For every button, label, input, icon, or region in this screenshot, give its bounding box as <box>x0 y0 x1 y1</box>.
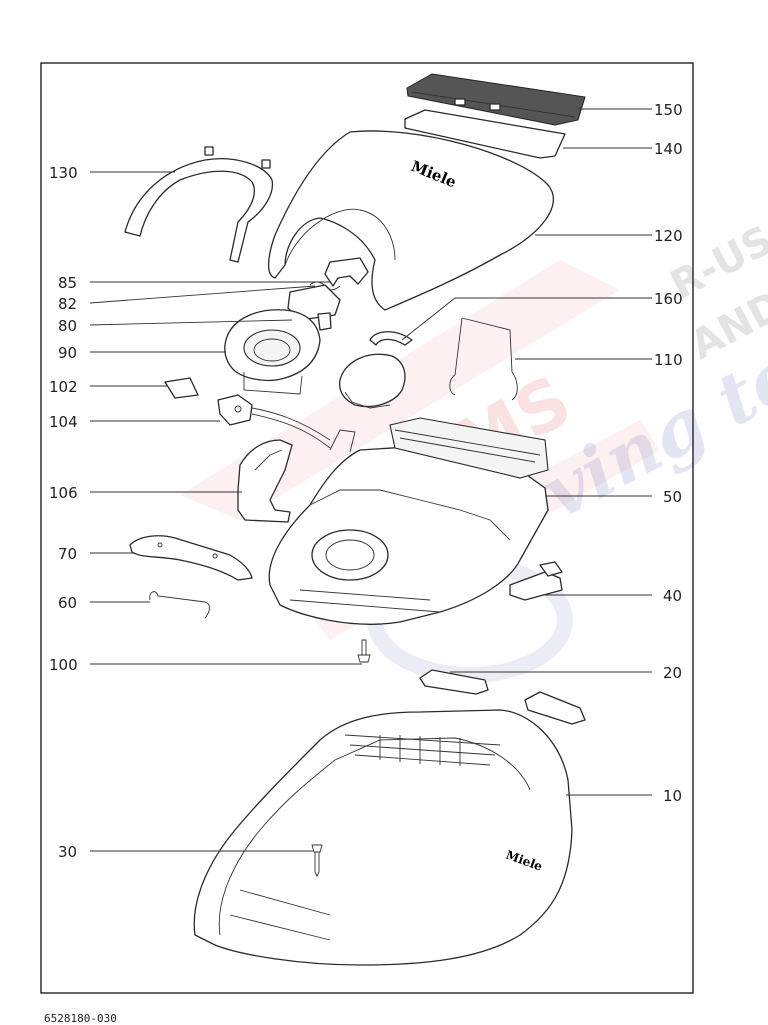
callout-140: 140 <box>654 140 683 158</box>
callout-85: 85 <box>58 274 77 292</box>
callout-80: 80 <box>58 317 77 335</box>
callout-150: 150 <box>654 101 683 119</box>
part-160-gasket <box>369 331 413 346</box>
callout-104: 104 <box>49 413 78 431</box>
part-10-base: Miele <box>193 709 573 966</box>
callout-20: 20 <box>663 664 682 682</box>
motor-dome <box>339 353 406 409</box>
part-110-wire <box>449 317 518 401</box>
part-40-latch <box>509 561 563 601</box>
callout-70: 70 <box>58 545 77 563</box>
part-90-housing-cover <box>224 309 321 395</box>
callout-50: 50 <box>663 488 682 506</box>
part-140-filter <box>404 109 566 159</box>
part-100-screw <box>357 639 371 663</box>
callout-40: 40 <box>663 587 682 605</box>
callout-100: 100 <box>49 656 78 674</box>
callout-120: 120 <box>654 227 683 245</box>
part-106-bracket <box>237 439 293 523</box>
document-number: 6528180-030 <box>44 1012 117 1025</box>
part-20-slides <box>419 669 586 725</box>
part-60-spring <box>149 591 210 619</box>
part-85-clip <box>324 257 369 287</box>
diagram-frame <box>40 62 694 994</box>
callout-60: 60 <box>58 594 77 612</box>
part-102-cap <box>164 377 199 399</box>
callout-102: 102 <box>49 378 78 396</box>
part-104-connector <box>217 394 331 449</box>
part-130-handle <box>124 146 274 263</box>
part-30-screw <box>311 844 323 878</box>
part-150-grille <box>406 73 586 126</box>
callout-10: 10 <box>663 787 682 805</box>
callout-30: 30 <box>58 843 77 861</box>
callout-leaders <box>89 108 652 852</box>
callout-110: 110 <box>654 351 683 369</box>
part-120-top-cover: Miele <box>267 130 554 311</box>
callout-130: 130 <box>49 164 78 182</box>
callout-160: 160 <box>654 290 683 308</box>
callout-82: 82 <box>58 295 77 313</box>
callout-labels: 150 140 130 120 85 82 80 160 90 110 102 … <box>49 101 683 861</box>
part-50-chassis <box>268 417 549 625</box>
part-80-switch <box>287 284 341 331</box>
callout-90: 90 <box>58 344 77 362</box>
callout-106: 106 <box>49 484 78 502</box>
part-70-bumper <box>129 535 253 581</box>
